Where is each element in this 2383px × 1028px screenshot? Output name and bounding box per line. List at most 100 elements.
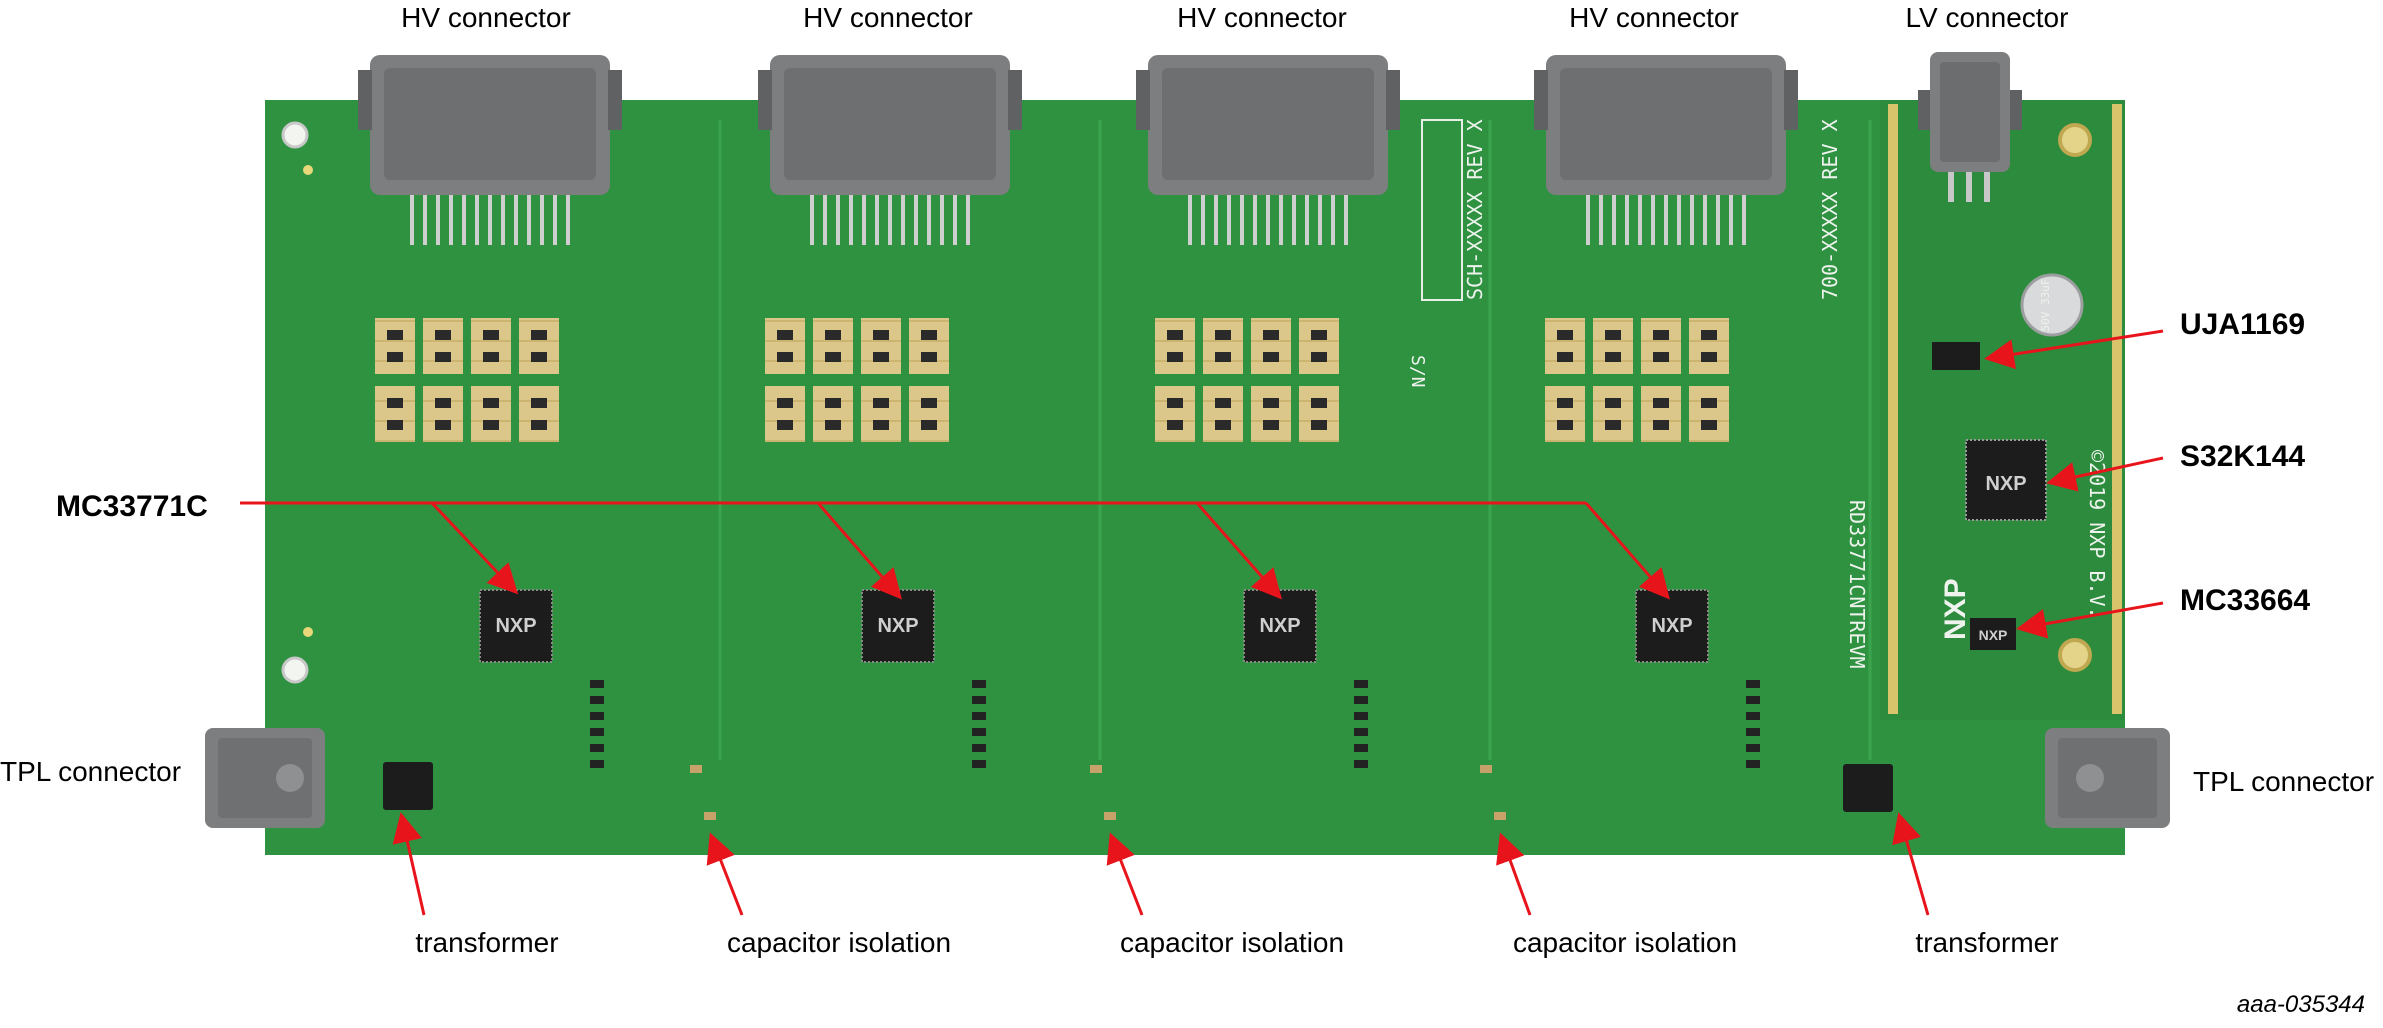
smd-diode	[1354, 760, 1368, 768]
hv-connector-pin	[875, 195, 879, 245]
resistor	[777, 398, 793, 408]
resistor	[1701, 420, 1717, 430]
mc33771c-chip	[1243, 589, 1317, 663]
hv-connector-latch	[358, 70, 372, 130]
hv-connector-pin	[901, 195, 905, 245]
smd-diode	[972, 696, 986, 704]
tpl-connector-label-left: TPL connector	[0, 756, 182, 787]
resistor-pad	[519, 386, 559, 442]
resistor	[435, 330, 451, 340]
smd-diode	[1746, 696, 1760, 704]
tpl-connector-left	[205, 728, 325, 828]
hv-connector-pin	[1344, 195, 1348, 245]
resistor	[873, 352, 889, 362]
resistor	[1605, 420, 1621, 430]
transformer-arrow-right	[1892, 812, 1930, 916]
hv-connector-pin	[1214, 195, 1218, 245]
resistor-pad	[1251, 318, 1291, 374]
mounting-hole	[281, 121, 309, 149]
hv-connector-pin	[1651, 195, 1655, 245]
resistor-pad	[861, 318, 901, 374]
hv-connector-pin	[836, 195, 840, 245]
hv-connector-pin	[488, 195, 492, 245]
capacitor-isolation-label-1: capacitor isolation	[726, 927, 952, 958]
resistor-pad	[1203, 386, 1243, 442]
resistor-pad	[813, 318, 853, 374]
resistor	[1311, 352, 1327, 362]
hv-connector-pin	[1201, 195, 1205, 245]
silk-copyright: ©2019 NXP B.V.	[2085, 450, 2109, 619]
hv-connector-pin	[1292, 195, 1296, 245]
smd-diode	[972, 728, 986, 736]
resistor-pad	[909, 386, 949, 442]
isolation-capacitor	[690, 765, 702, 773]
mc33771c-chip	[1635, 589, 1709, 663]
mc33771c-callout	[240, 501, 1670, 600]
hv-connector-pin	[1729, 195, 1733, 245]
resistor	[387, 420, 403, 430]
fiducial	[303, 627, 313, 637]
smd-diode	[1354, 744, 1368, 752]
tpl-connector-right	[2045, 728, 2170, 828]
hv-connector-pin	[823, 195, 827, 245]
hv-connector-pin	[953, 195, 957, 245]
isolation-capacitor	[1090, 765, 1102, 773]
hv-connector-pin	[462, 195, 466, 245]
resistor-pad	[1155, 318, 1195, 374]
resistor	[1605, 352, 1621, 362]
hv-connector-pin	[1690, 195, 1694, 245]
resistor-pad	[471, 386, 511, 442]
nxp-logo-silk: NXP	[1939, 578, 1972, 640]
isolation-capacitor	[1494, 812, 1506, 820]
hv-connector-pin	[1188, 195, 1192, 245]
resistor	[1701, 398, 1717, 408]
smd-diode	[1746, 712, 1760, 720]
hv-connector-pin	[1677, 195, 1681, 245]
hv-connector-pin	[914, 195, 918, 245]
resistor	[873, 420, 889, 430]
resistor	[1167, 398, 1183, 408]
smd-diode	[1746, 760, 1760, 768]
hv-connector-pin	[1227, 195, 1231, 245]
resistor	[531, 330, 547, 340]
hv-connector-pin	[1331, 195, 1335, 245]
hv-connector-pin	[501, 195, 505, 245]
capacitor-isolation-label-2: capacitor isolation	[1119, 927, 1345, 958]
resistor-pad	[1155, 386, 1195, 442]
resistor	[1167, 330, 1183, 340]
hv-connector-pin	[566, 195, 570, 245]
capacitor-isolation-label-3: capacitor isolation	[1512, 927, 1738, 958]
smd-diode	[1746, 680, 1760, 688]
smd-diode	[1354, 728, 1368, 736]
fiducial	[303, 165, 313, 175]
resistor	[825, 352, 841, 362]
resistor	[777, 352, 793, 362]
gold-edge-right	[2112, 104, 2122, 714]
hv-connector-pin	[1253, 195, 1257, 245]
mounting-hole	[2058, 123, 2092, 157]
hv-connector-pin	[1318, 195, 1322, 245]
resistor-pad	[519, 318, 559, 374]
resistor	[777, 420, 793, 430]
resistor	[1215, 330, 1231, 340]
resistor	[1215, 420, 1231, 430]
hv-connector-label-3: HV connector	[1177, 2, 1347, 33]
resistor	[921, 352, 937, 362]
hv-connector-pin	[1305, 195, 1309, 245]
smd-diode	[590, 680, 604, 688]
resistor	[825, 330, 841, 340]
isolation-capacitor	[1480, 765, 1492, 773]
hv-connector-pin	[966, 195, 970, 245]
svg-text:50V 33uF: 50V 33uF	[2039, 279, 2052, 332]
resistor	[531, 398, 547, 408]
resistor	[435, 398, 451, 408]
resistor	[1557, 352, 1573, 362]
resistor	[1701, 352, 1717, 362]
smd-diode	[1746, 744, 1760, 752]
capacitor-isolation-arrow-1	[706, 832, 744, 916]
s32k144-arrow	[2046, 456, 2164, 492]
hv-connector-pin	[514, 195, 518, 245]
hv-connector-pin	[927, 195, 931, 245]
smd-diode	[972, 760, 986, 768]
